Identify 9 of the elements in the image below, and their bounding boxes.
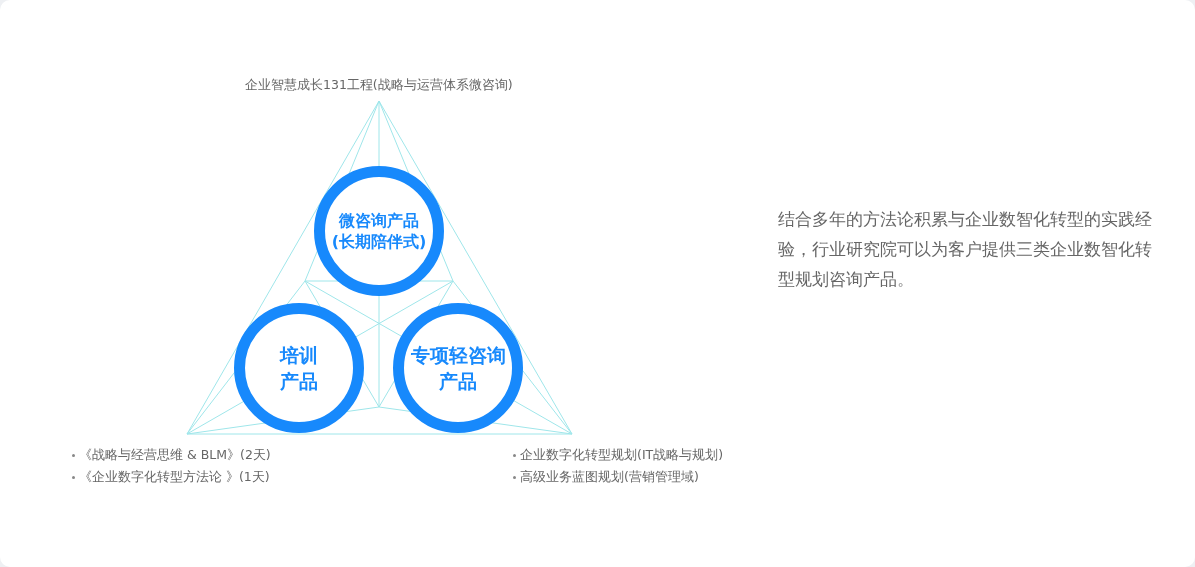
description-paragraph: 结合多年的方法论积累与企业数智化转型的实践经验，行业研究院可以为客户提供三类企业数智化转型规划咨询产品。 [778, 209, 1153, 291]
list-item-text: 《企业数字化转型方法论 》(1天) [79, 468, 270, 486]
caption-text: 企业智慧成长131工程(战略与运营体系微咨询) [245, 76, 513, 94]
node-label: 培训产品 [278, 343, 319, 394]
node-label: 微咨询产品(长期陪伴式) [331, 210, 427, 252]
list-item-text: 《战略与经营思维 & BLM》(2天) [79, 446, 271, 464]
list-item-text: 企业数字化转型规划(IT战略与规划) [520, 446, 724, 464]
list-item-text: 高级业务蓝图规划(营销管理域) [520, 468, 699, 486]
node-label: 专项轻咨询产品 [409, 343, 507, 394]
